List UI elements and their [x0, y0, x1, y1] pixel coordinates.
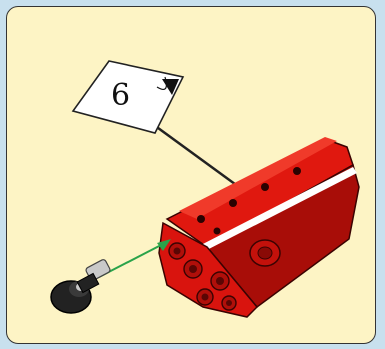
step-illustration: 6 [7, 7, 376, 344]
black-axle-pin-icon [51, 259, 111, 313]
red-wedge-panel-icon [159, 137, 359, 317]
step-panel: 6 [6, 6, 376, 344]
sticker-tile-icon: 6 [73, 61, 183, 133]
sticker-number: 6 [111, 78, 130, 113]
